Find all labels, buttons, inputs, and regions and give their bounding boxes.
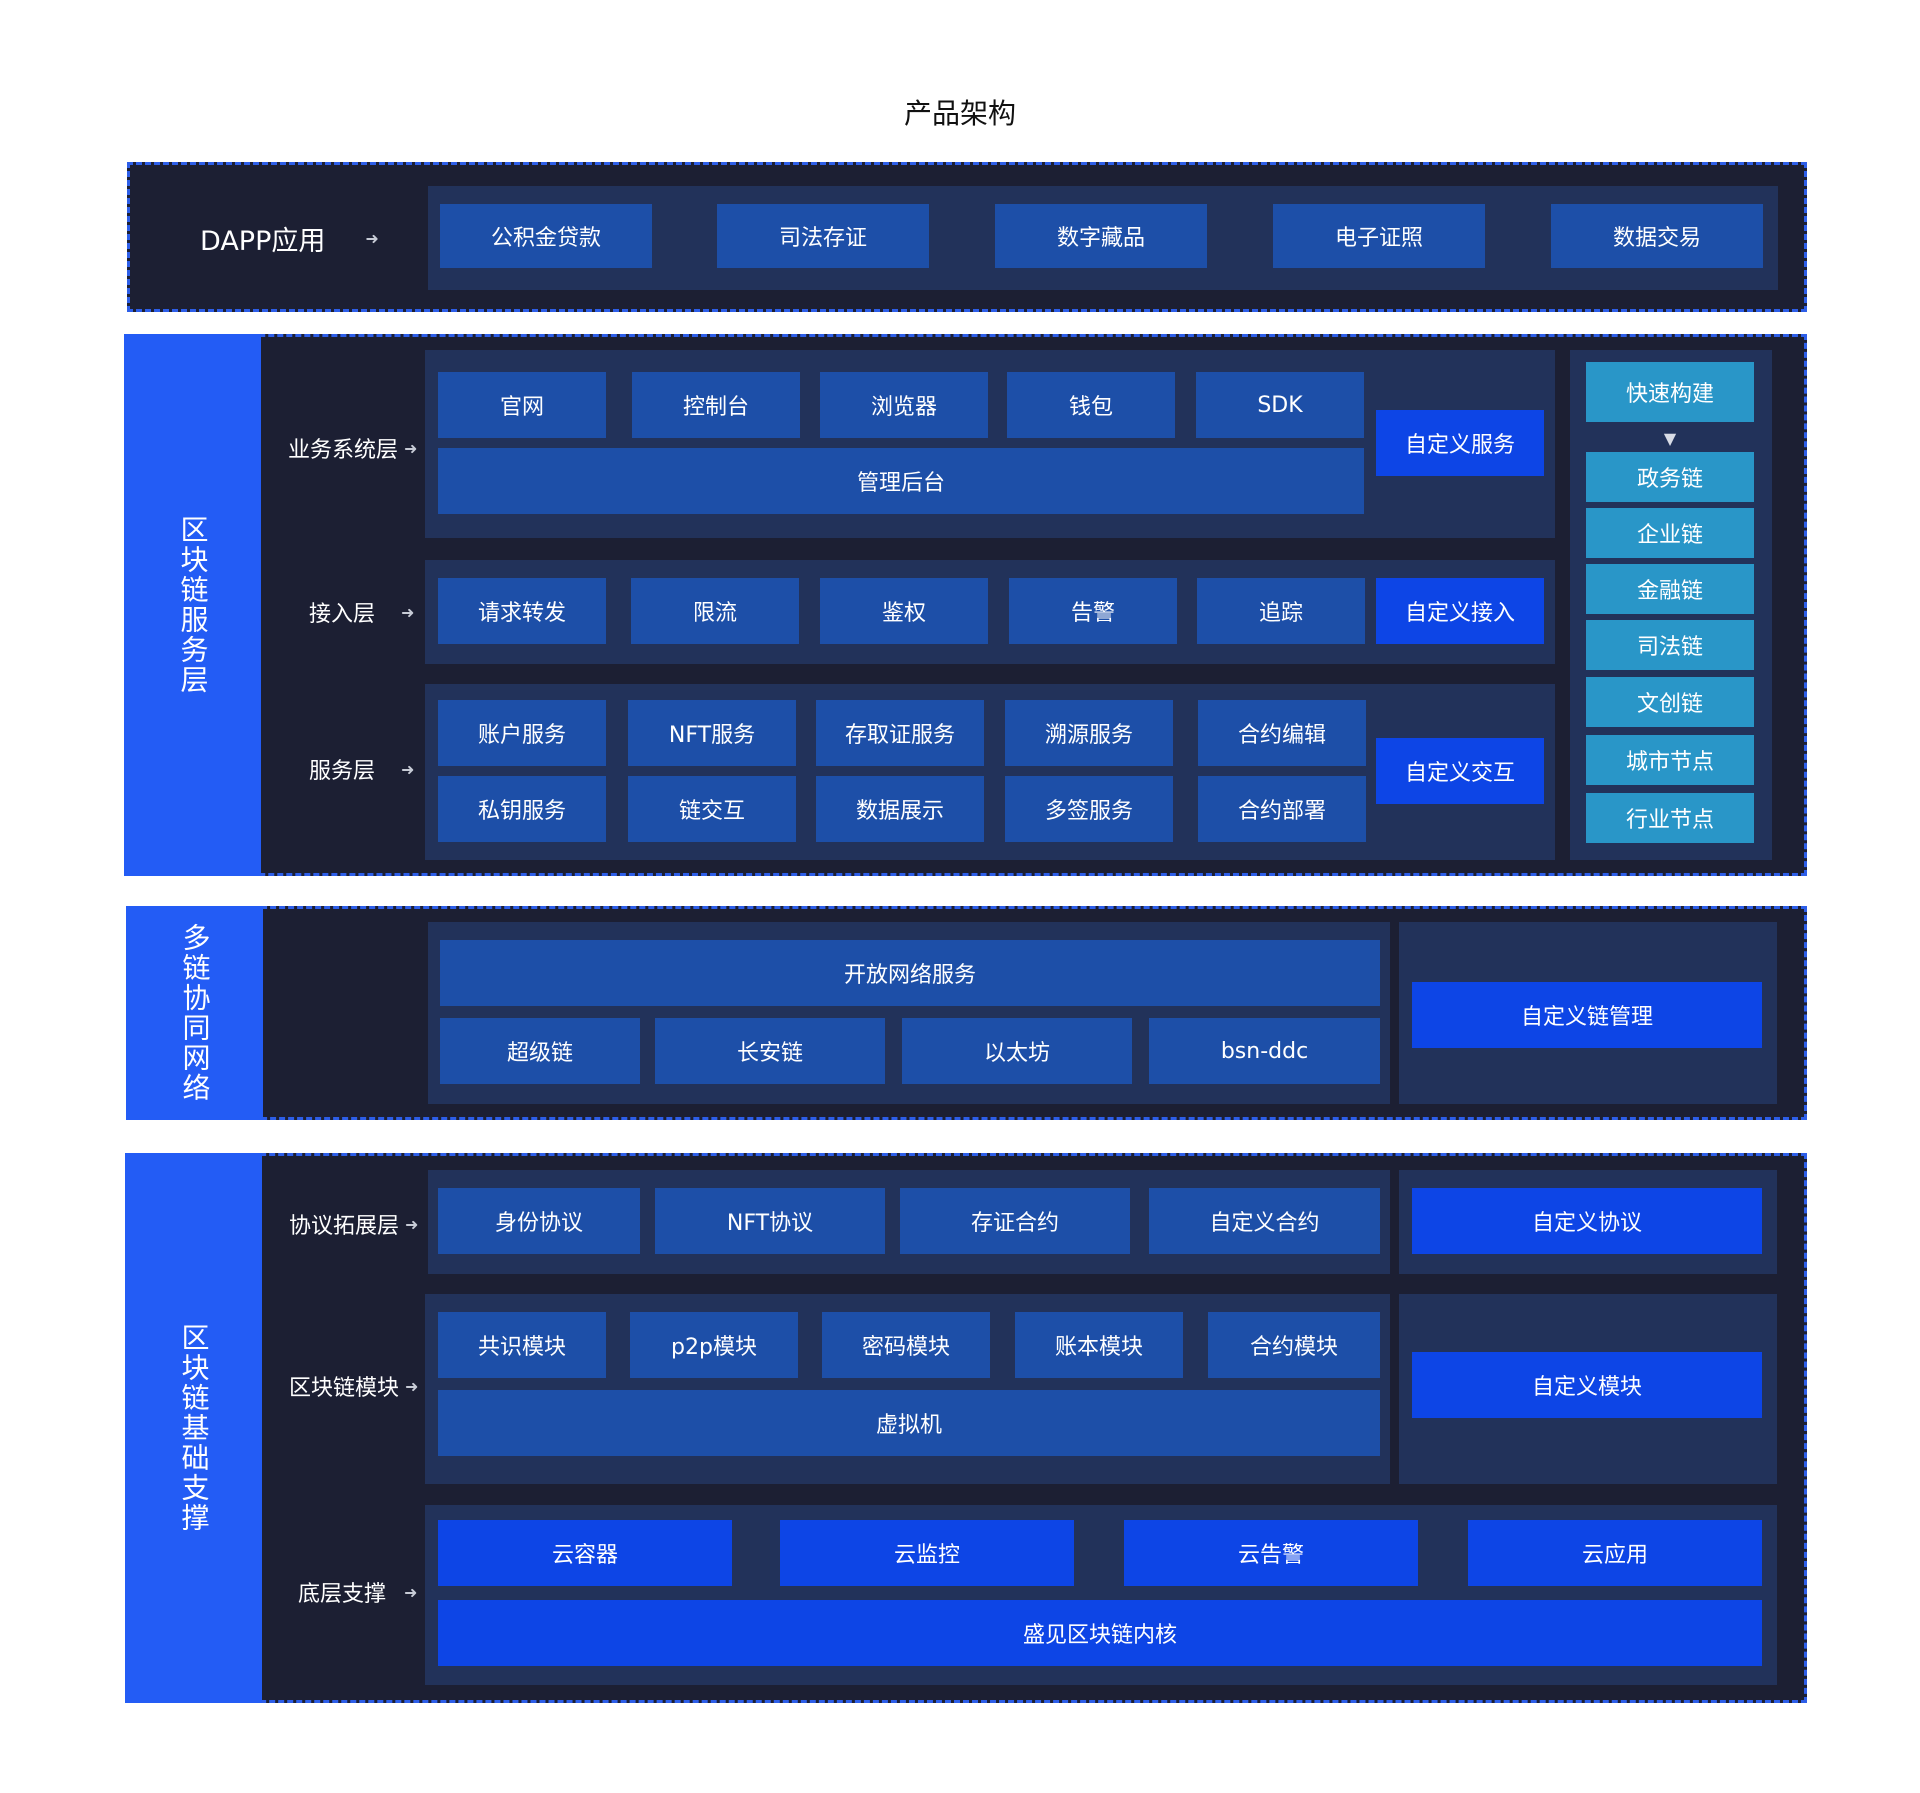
infra-item[interactable]: 云告警 (1124, 1520, 1418, 1586)
page-title: 产品架构 (903, 97, 1016, 130)
protocol-label-text: 协议拓展层 (289, 1214, 400, 1239)
virtual-machine[interactable]: 虚拟机 (438, 1390, 1380, 1456)
chain-item[interactable]: 政务链 (1586, 452, 1754, 502)
open-network-service[interactable]: 开放网络服务 (440, 940, 1380, 1006)
access-label-text: 接入层 (309, 602, 376, 627)
protocol-item[interactable]: 存证合约 (900, 1188, 1130, 1254)
dapp-item[interactable]: 电子证照 (1273, 204, 1485, 268)
business-item[interactable]: 浏览器 (820, 372, 988, 438)
custom-module-button[interactable]: 自定义模块 (1412, 1352, 1762, 1418)
svc-item[interactable]: 私钥服务 (438, 776, 606, 842)
module-item[interactable]: p2p模块 (630, 1312, 798, 1378)
protocol-item[interactable]: NFT协议 (655, 1188, 885, 1254)
infra-item[interactable]: 云应用 (1468, 1520, 1762, 1586)
svc-item[interactable]: 链交互 (628, 776, 796, 842)
infra-label-text: 底层支撑 (298, 1582, 387, 1607)
chain-item[interactable]: 城市节点 (1586, 735, 1754, 785)
svc-item[interactable]: 账户服务 (438, 700, 606, 766)
access-group (425, 560, 1555, 664)
arrow-right-icon: ➜ (404, 1582, 418, 1602)
access-item[interactable]: 请求转发 (438, 578, 606, 644)
module-label-text: 区块链模块 (289, 1376, 400, 1401)
svc-group (425, 684, 1555, 860)
arrow-right-icon: ➜ (405, 1214, 419, 1234)
custom-interaction-button[interactable]: 自定义交互 (1376, 738, 1544, 804)
dapp-item[interactable]: 司法存证 (717, 204, 929, 268)
infra-item[interactable]: 云监控 (780, 1520, 1074, 1586)
chain-item[interactable]: 金融链 (1586, 564, 1754, 614)
business-item[interactable]: 官网 (438, 372, 606, 438)
dapp-item[interactable]: 数字藏品 (995, 204, 1207, 268)
multi-side-label: 多链协同网络 (126, 906, 263, 1120)
svc-item[interactable]: 数据展示 (816, 776, 984, 842)
custom-service-button[interactable]: 自定义服务 (1376, 410, 1544, 476)
access-item[interactable]: 限流 (631, 578, 799, 644)
chain-item[interactable]: 文创链 (1586, 677, 1754, 727)
kernel[interactable]: 盛见区块链内核 (438, 1600, 1762, 1666)
svc-item[interactable]: 合约部署 (1198, 776, 1366, 842)
infra-item[interactable]: 云容器 (438, 1520, 732, 1586)
arrow-right-icon: ➜ (401, 759, 415, 779)
svc-item[interactable]: 合约编辑 (1198, 700, 1366, 766)
module-item[interactable]: 合约模块 (1208, 1312, 1380, 1378)
svc-label: 服务层 ➜ (309, 751, 414, 787)
protocol-item[interactable]: 自定义合约 (1149, 1188, 1380, 1254)
business-item[interactable]: SDK (1196, 372, 1364, 438)
access-item[interactable]: 鉴权 (820, 578, 988, 644)
base-side-label: 区块链基础支撑 (125, 1153, 262, 1703)
svc-label-text: 服务层 (309, 759, 376, 784)
chain-item[interactable]: 司法链 (1586, 620, 1754, 670)
business-label: 业务系统层 ➜ (288, 430, 417, 466)
service-side-label: 区块链服务层 (124, 334, 261, 876)
business-item[interactable]: 钱包 (1007, 372, 1175, 438)
svc-item[interactable]: 存取证服务 (816, 700, 984, 766)
custom-access-button[interactable]: 自定义接入 (1376, 578, 1544, 644)
svc-item[interactable]: 溯源服务 (1005, 700, 1173, 766)
multi-side-text: 多链协同网络 (178, 923, 212, 1103)
module-item[interactable]: 共识模块 (438, 1312, 606, 1378)
dapp-item[interactable]: 数据交易 (1551, 204, 1763, 268)
chain-item[interactable]: 企业链 (1586, 508, 1754, 558)
network-item[interactable]: bsn-ddc (1149, 1018, 1380, 1084)
business-item[interactable]: 控制台 (632, 372, 800, 438)
chain-item[interactable]: 行业节点 (1586, 793, 1754, 843)
admin-backend[interactable]: 管理后台 (438, 448, 1364, 514)
quick-build[interactable]: 快速构建 (1586, 362, 1754, 422)
arrow-right-icon: ➜ (405, 1376, 419, 1396)
network-item[interactable]: 以太坊 (902, 1018, 1132, 1084)
dapp-label-text: DAPP应用 (200, 225, 326, 257)
custom-protocol-button[interactable]: 自定义协议 (1412, 1188, 1762, 1254)
svc-item[interactable]: 多签服务 (1005, 776, 1173, 842)
custom-chain-management-button[interactable]: 自定义链管理 (1412, 982, 1762, 1048)
arrow-right-icon: ➜ (365, 228, 379, 248)
network-item[interactable]: 超级链 (440, 1018, 640, 1084)
module-label: 区块链模块 ➜ (289, 1368, 418, 1404)
service-side-text: 区块链服务层 (176, 515, 210, 695)
infra-label: 底层支撑 ➜ (298, 1574, 417, 1610)
protocol-label: 协议拓展层 ➜ (289, 1206, 418, 1242)
access-item[interactable]: 告警 (1009, 578, 1177, 644)
base-side-text: 区块链基础支撑 (177, 1323, 211, 1533)
dapp-item[interactable]: 公积金贷款 (440, 204, 652, 268)
access-item[interactable]: 追踪 (1197, 578, 1365, 644)
arrow-right-icon: ➜ (401, 602, 415, 622)
dapp-label: DAPP应用 ➜ (200, 218, 379, 258)
network-item[interactable]: 长安链 (655, 1018, 885, 1084)
arrow-down-icon: ▼ (1663, 428, 1677, 448)
module-item[interactable]: 账本模块 (1015, 1312, 1183, 1378)
protocol-item[interactable]: 身份协议 (438, 1188, 640, 1254)
arrow-right-icon: ➜ (404, 438, 418, 458)
svc-item[interactable]: NFT服务 (628, 700, 796, 766)
business-label-text: 业务系统层 (288, 438, 399, 463)
access-label: 接入层 ➜ (309, 594, 414, 630)
module-item[interactable]: 密码模块 (822, 1312, 990, 1378)
